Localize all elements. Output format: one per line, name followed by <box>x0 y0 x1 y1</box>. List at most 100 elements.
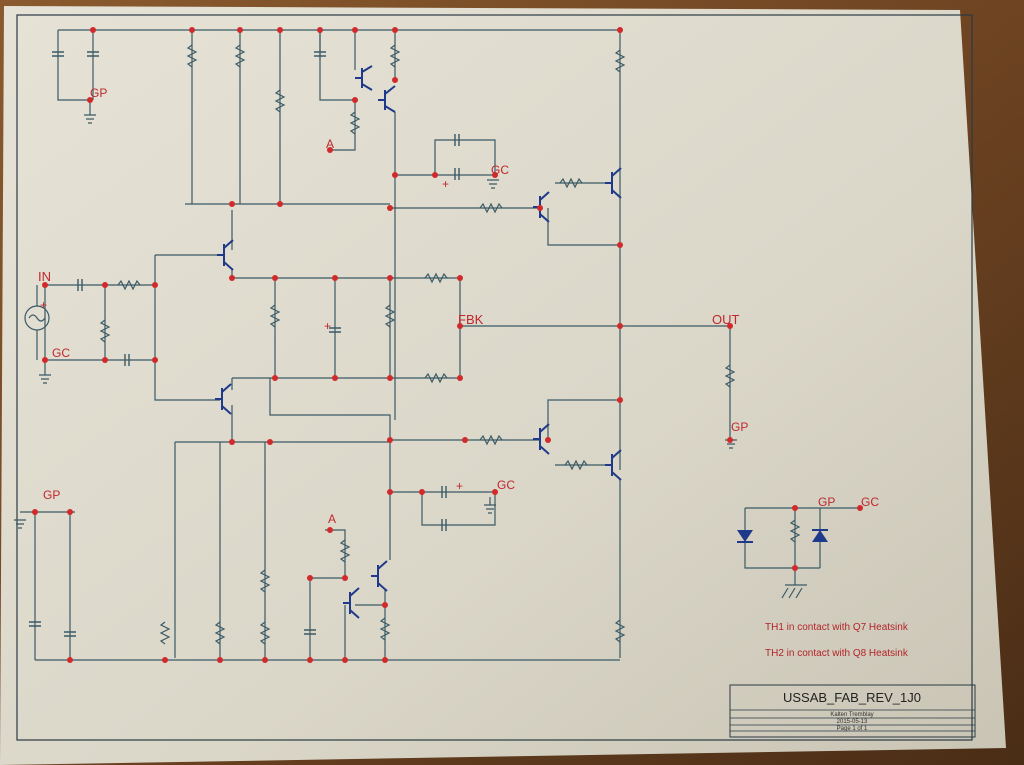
title-block-date: 2015-05-13 <box>837 719 868 725</box>
polarity-plus: + <box>442 177 449 191</box>
junction-node <box>792 565 798 571</box>
net-label-gc: GC <box>52 346 70 360</box>
junction-node <box>67 657 73 663</box>
junction-node <box>617 27 623 33</box>
junction-node <box>617 323 623 329</box>
title-block-author: Kalten Tremblay <box>830 712 873 718</box>
net-label-a: A <box>326 137 334 151</box>
junction-node <box>537 205 543 211</box>
junction-node <box>392 172 398 178</box>
junction-node <box>229 201 235 207</box>
polarity-plus: + <box>40 298 47 312</box>
polarity-plus: + <box>324 319 331 333</box>
junction-node <box>262 657 268 663</box>
junction-node <box>857 505 863 511</box>
junction-node <box>387 275 393 281</box>
junction-node <box>272 375 278 381</box>
junction-node <box>90 27 96 33</box>
junction-node <box>382 657 388 663</box>
junction-node <box>352 27 358 33</box>
net-label-gc: GC <box>491 163 509 177</box>
junction-node <box>387 489 393 495</box>
net-label-a: A <box>328 512 336 526</box>
junction-node <box>352 97 358 103</box>
junction-node <box>382 602 388 608</box>
junction-nodes <box>32 27 863 663</box>
junction-node <box>387 375 393 381</box>
diode-th1-icon <box>737 530 753 543</box>
net-label-gc: GC <box>861 495 879 509</box>
junction-node <box>42 357 48 363</box>
net-label-in: IN <box>38 269 51 284</box>
junction-node <box>419 489 425 495</box>
junction-node <box>792 505 798 511</box>
junction-node <box>387 437 393 443</box>
junction-node <box>462 437 468 443</box>
junction-node <box>267 439 273 445</box>
net-label-gp: GP <box>818 495 835 509</box>
title-block-title: USSAB_FAB_REV_1J0 <box>783 690 921 705</box>
transistor-q8-driver <box>533 423 550 455</box>
junction-node <box>307 575 313 581</box>
net-label-gp: GP <box>731 420 748 434</box>
transistor-q7-output <box>605 167 622 199</box>
junction-node <box>727 437 733 443</box>
junction-node <box>342 575 348 581</box>
junction-node <box>162 657 168 663</box>
junction-node <box>387 205 393 211</box>
capacitors <box>29 51 460 637</box>
title-block-page: Page 1 of 1 <box>837 726 868 732</box>
net-label-gp: GP <box>43 488 60 502</box>
junction-node <box>392 77 398 83</box>
thermal-diodes <box>737 529 828 543</box>
junction-node <box>272 275 278 281</box>
junction-node <box>457 275 463 281</box>
junction-node <box>87 97 93 103</box>
junction-node <box>617 397 623 403</box>
note-th1: TH1 in contact with Q7 Heatsink <box>765 622 909 633</box>
transistor-q2-input <box>215 383 232 415</box>
net-label-gc: GC <box>497 478 515 492</box>
junction-node <box>152 357 158 363</box>
junction-node <box>32 509 38 515</box>
junction-node <box>102 282 108 288</box>
junction-node <box>492 172 498 178</box>
transistor-q-bottom-right <box>371 560 388 592</box>
junction-node <box>229 275 235 281</box>
junction-node <box>229 439 235 445</box>
junction-node <box>102 357 108 363</box>
paper-sheet <box>0 6 1006 765</box>
junction-node <box>432 172 438 178</box>
transistor-q-top-left <box>355 65 373 91</box>
junction-node <box>492 489 498 495</box>
junction-node <box>457 375 463 381</box>
junction-node <box>277 27 283 33</box>
drawing-border <box>16 14 973 741</box>
junction-node <box>392 27 398 33</box>
title-block: USSAB_FAB_REV_1J0 Kalten Tremblay 2015-0… <box>729 684 976 738</box>
junction-node <box>189 27 195 33</box>
junction-node <box>152 282 158 288</box>
junction-node <box>327 527 333 533</box>
junction-node <box>327 147 333 153</box>
net-label-fbk: FBK <box>458 312 484 327</box>
polarity-plus: + <box>456 479 463 493</box>
net-labels: GP A GC + IN + GC + FBK OUT GP + GC GP A… <box>38 86 879 526</box>
junction-node <box>307 657 313 663</box>
junction-node <box>217 657 223 663</box>
junction-node <box>42 282 48 288</box>
junction-node <box>457 323 463 329</box>
resistors <box>99 44 801 645</box>
net-label-gp: GP <box>90 86 107 100</box>
transistor-q-bottom-left <box>343 587 360 619</box>
junction-node <box>545 437 551 443</box>
junction-node <box>277 201 283 207</box>
diode-th2-icon <box>812 529 828 542</box>
junction-node <box>67 509 73 515</box>
junction-node <box>727 323 733 329</box>
junction-node <box>317 27 323 33</box>
junction-node <box>332 275 338 281</box>
junction-node <box>617 242 623 248</box>
ac-source-icon <box>24 285 50 360</box>
